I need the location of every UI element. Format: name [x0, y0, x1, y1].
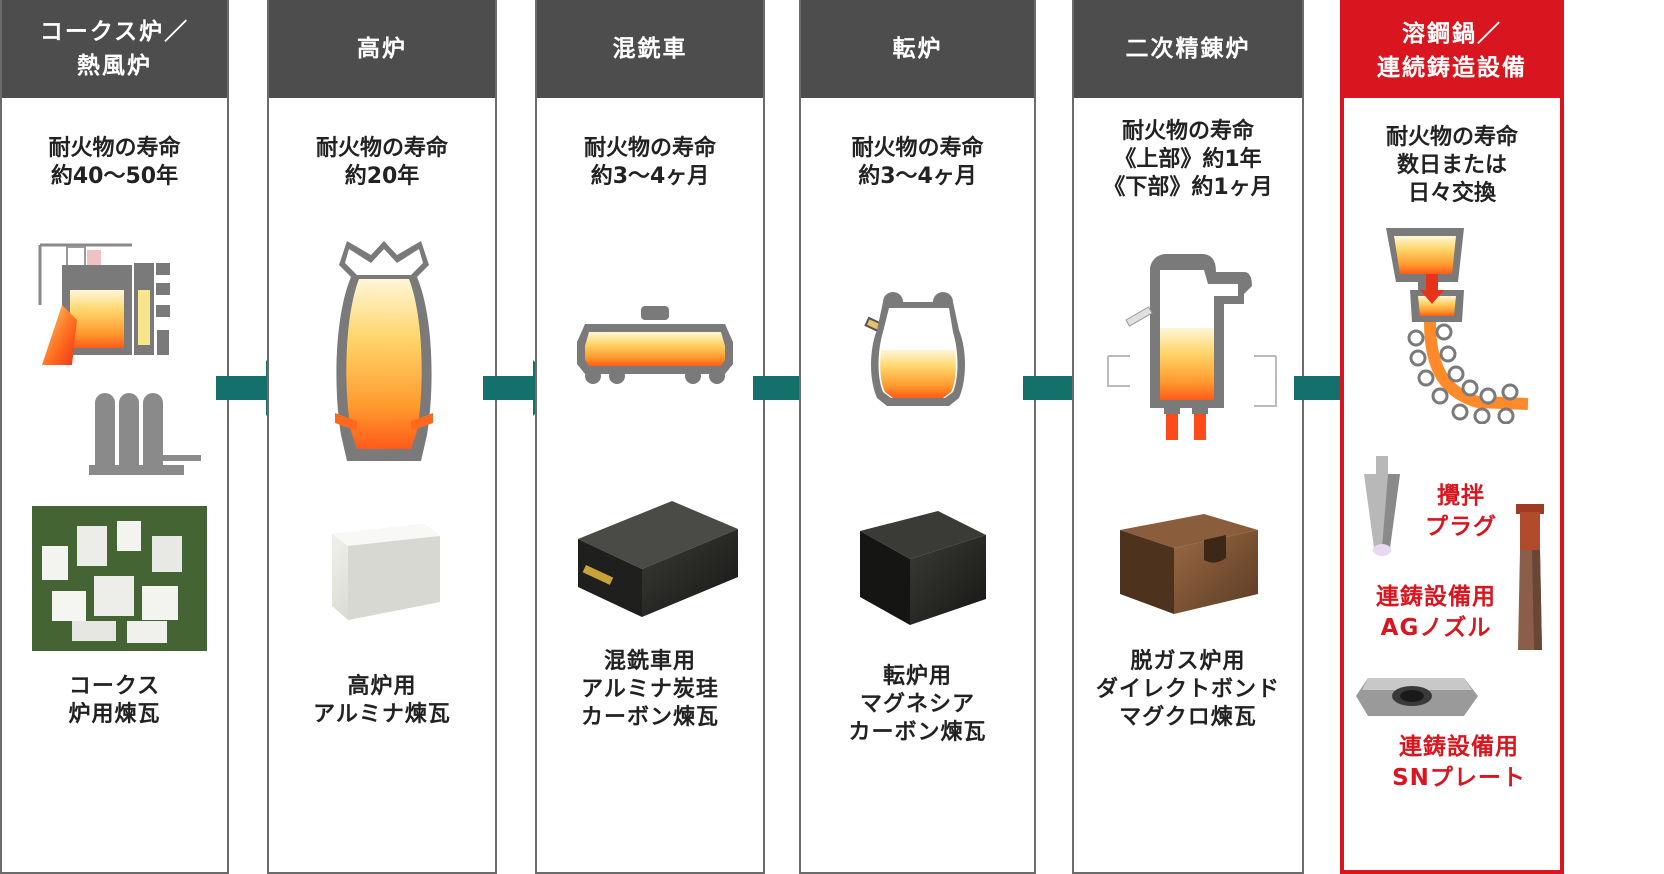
refractory-life: 耐火物の寿命 約3〜4ヶ月	[851, 136, 984, 189]
product-name: 攪拌 プラグ	[1425, 483, 1497, 540]
ag-nozzle-photo	[1516, 504, 1544, 650]
coke-oven-illustration	[38, 243, 170, 365]
refractory-life: 耐火物の寿命 約40〜50年	[48, 136, 181, 189]
stage-title: 混銑車	[537, 0, 763, 98]
hot-stove-illustration	[89, 393, 201, 475]
product-name: 連鋳設備用 AGノズル	[1376, 584, 1496, 641]
refractory-life: 耐火物の寿命 《上部》約1年 《下部》約1ヶ月	[1103, 119, 1273, 200]
product-name: 混銑車用 アルミナ炭珪 カーボン煉瓦	[580, 649, 719, 730]
stage-title: 二次精錬炉	[1074, 0, 1302, 98]
product-name: 連鋳設備用 SNプレート	[1392, 734, 1526, 791]
stage-blast-furnace: 高炉 耐火物の寿命 約20年 高炉用 アルミナ煉瓦	[267, 0, 497, 874]
product-name: 脱ガス炉用 ダイレクトボンド マグクロ煉瓦	[1095, 649, 1280, 730]
stage-secondary-refining: 二次精錬炉 耐火物の寿命 《上部》約1年 《下部》約1ヶ月 脱ガス炉用 ダイレク…	[1072, 0, 1304, 874]
stirring-plug-photo	[1364, 456, 1400, 556]
product-name: 高炉用 アルミナ煉瓦	[313, 674, 451, 727]
refractory-life: 耐火物の寿命 数日または 日々交換	[1385, 125, 1518, 206]
sn-plate-photo	[1356, 678, 1478, 716]
stage-converter: 転炉 耐火物の寿命 約3〜4ヶ月 転炉用 マグネシア カーボン煉瓦	[799, 0, 1036, 874]
product-name: コークス 炉用煉瓦	[68, 674, 161, 727]
degassing-furnace-illustration	[1107, 253, 1277, 440]
torpedo-car-illustration	[577, 306, 733, 384]
stage-title: コークス炉／ 熱風炉	[2, 0, 227, 98]
product-name: 転炉用 マグネシア カーボン煉瓦	[848, 664, 987, 745]
stage-torpedo-car: 混銑車 耐火物の寿命 約3〜4ヶ月 混銑車用 アルミナ炭珪 カーボン煉瓦	[535, 0, 765, 874]
refractory-life: 耐火物の寿命 約3〜4ヶ月	[583, 136, 716, 189]
stage-title: 溶鋼鍋／ 連続鋳造設備	[1344, 4, 1560, 98]
refractory-life: 耐火物の寿命 約20年	[315, 136, 448, 189]
coke-oven-bricks-photo	[32, 506, 207, 651]
alumina-carbon-brick-photo	[578, 501, 738, 617]
stage-title: 高炉	[269, 0, 495, 98]
continuous-casting-illustration	[1386, 228, 1529, 424]
stage-title: 転炉	[801, 0, 1034, 98]
magnesia-chrome-brick-photo	[1120, 514, 1258, 614]
blast-furnace-illustration	[335, 241, 433, 461]
stage-coke-oven: コークス炉／ 熱風炉 耐火物の寿命 約40〜50年	[0, 0, 229, 874]
converter-illustration	[864, 292, 965, 406]
magnesia-carbon-brick-photo	[860, 511, 986, 625]
alumina-brick-photo	[332, 524, 440, 620]
stage-ladle-continuous-casting: 溶鋼鍋／ 連続鋳造設備 耐火物の寿命 数日または 日々交換 攪拌 プラグ	[1340, 0, 1564, 874]
